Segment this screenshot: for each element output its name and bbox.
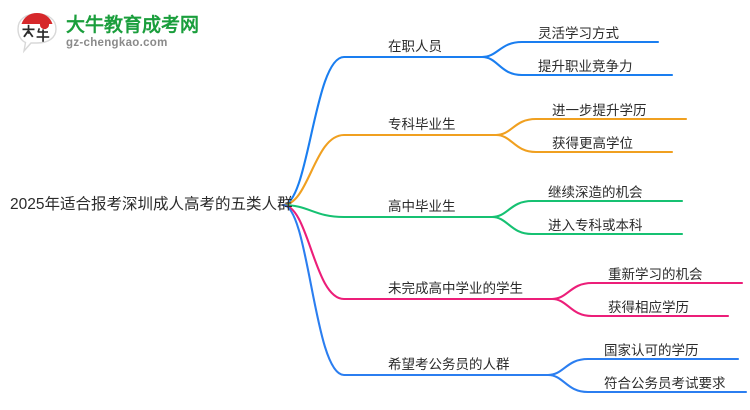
logo-text-block: 大牛教育成考网 gz-chengkao.com bbox=[66, 16, 199, 50]
logo-title: 大牛教育成考网 bbox=[66, 15, 200, 37]
branch-1-leaf-2-label[interactable]: 提升职业竞争力 bbox=[538, 59, 633, 74]
branch-4-label[interactable]: 未完成高中学业的学生 bbox=[388, 281, 523, 296]
branch-1-leaf-1-label[interactable]: 灵活学习方式 bbox=[538, 26, 619, 41]
branch-5-label[interactable]: 希望考公务员的人群 bbox=[388, 357, 510, 372]
logo-domain: gz-chengkao.com bbox=[66, 37, 168, 50]
branch-2-leaf-2-label[interactable]: 获得更高学位 bbox=[552, 136, 633, 151]
branch-5-leaf-1-label[interactable]: 国家认可的学历 bbox=[604, 343, 699, 358]
branch-5-leaf-2-label[interactable]: 符合公务员考试要求 bbox=[604, 376, 726, 391]
branch-1-connector bbox=[281, 40, 674, 207]
branch-2-label[interactable]: 专科毕业生 bbox=[388, 117, 456, 132]
branch-4-connector bbox=[281, 203, 744, 318]
branch-2-connector bbox=[281, 117, 688, 207]
branch-4-leaf-1-label[interactable]: 重新学习的机会 bbox=[608, 267, 703, 282]
branch-4-leaf-2-label[interactable]: 获得相应学历 bbox=[608, 300, 689, 315]
branch-3-connector bbox=[281, 199, 684, 236]
branch-2-leaf-1-label[interactable]: 进一步提升学历 bbox=[552, 103, 647, 118]
branch-5-connector bbox=[281, 203, 748, 394]
branch-3-leaf-2-label[interactable]: 进入专科或本科 bbox=[548, 218, 643, 233]
root-node-label: 2025年适合报考深圳成人高考的五类人群 bbox=[10, 196, 293, 213]
site-logo[interactable]: 大牛教育成考网 gz-chengkao.com bbox=[14, 8, 204, 58]
branch-1-label[interactable]: 在职人员 bbox=[388, 39, 442, 54]
branch-3-leaf-1-label[interactable]: 继续深造的机会 bbox=[548, 185, 643, 200]
branch-3-label[interactable]: 高中毕业生 bbox=[388, 199, 456, 214]
logo-mark-icon bbox=[14, 11, 60, 55]
